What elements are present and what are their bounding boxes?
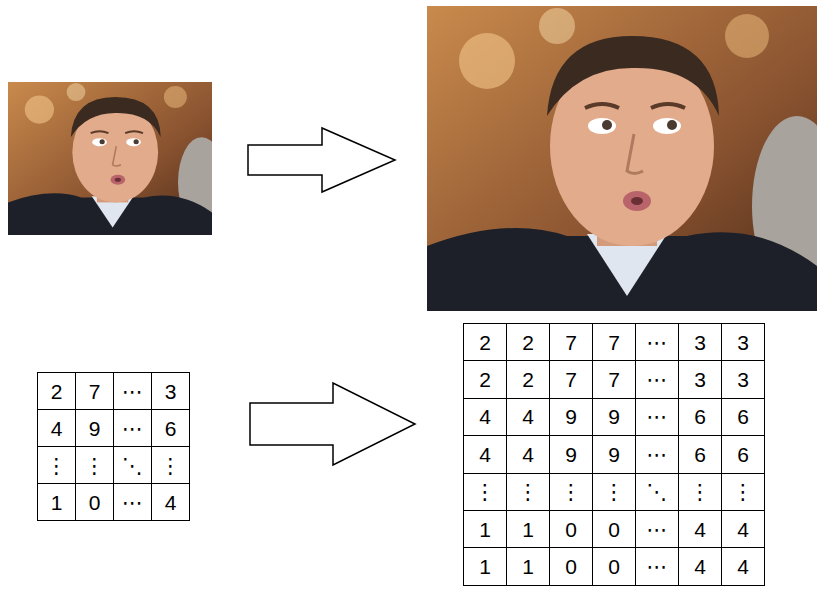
table-cell: 7 <box>550 324 592 360</box>
table-cell: ⋯ <box>114 410 151 446</box>
table-cell: 4 <box>464 399 506 435</box>
table-cell: 6 <box>679 436 721 472</box>
table-cell: ⋯ <box>636 436 678 472</box>
table-cell: 7 <box>76 373 113 409</box>
table-cell: ⋮ <box>38 447 75 483</box>
table-cell: ⋱ <box>114 447 151 483</box>
small-photo <box>8 82 212 235</box>
table-cell: 1 <box>507 511 549 547</box>
table-cell: 9 <box>593 436 635 472</box>
table-cell: 2 <box>507 324 549 360</box>
table-cell: 1 <box>464 548 506 584</box>
table-cell: ⋯ <box>636 511 678 547</box>
small-matrix: 27⋯349⋯6⋮⋮⋱⋮10⋯4 <box>37 372 190 521</box>
table-cell: 4 <box>38 410 75 446</box>
upscale-arrow <box>248 381 418 467</box>
table-cell: 0 <box>550 548 592 584</box>
table-cell: 7 <box>593 324 635 360</box>
table-cell: ⋮ <box>464 474 506 510</box>
table-cell: ⋯ <box>636 361 678 397</box>
table-cell: 6 <box>679 399 721 435</box>
table-cell: 1 <box>507 548 549 584</box>
table-cell: 4 <box>722 511 764 547</box>
table-cell: 0 <box>593 511 635 547</box>
table-cell: ⋮ <box>722 474 764 510</box>
table-cell: ⋮ <box>593 474 635 510</box>
table-cell: 0 <box>76 484 113 520</box>
table-cell: ⋯ <box>636 548 678 584</box>
table-cell: ⋮ <box>679 474 721 510</box>
table-cell: 0 <box>550 511 592 547</box>
table-cell: 3 <box>722 324 764 360</box>
table-cell: 9 <box>550 399 592 435</box>
table-cell: 4 <box>152 484 189 520</box>
table-cell: ⋮ <box>76 447 113 483</box>
table-cell: 4 <box>679 511 721 547</box>
table-cell: 2 <box>507 361 549 397</box>
table-cell: ⋱ <box>636 474 678 510</box>
upscale-arrow <box>246 126 398 196</box>
table-cell: 4 <box>679 548 721 584</box>
table-cell: 4 <box>464 436 506 472</box>
table-cell: ⋯ <box>114 373 151 409</box>
table-cell: 1 <box>38 484 75 520</box>
table-cell: 7 <box>593 361 635 397</box>
table-cell: 4 <box>722 548 764 584</box>
table-cell: ⋮ <box>550 474 592 510</box>
table-cell: 3 <box>679 324 721 360</box>
table-cell: 6 <box>722 436 764 472</box>
table-cell: 4 <box>507 436 549 472</box>
table-cell: ⋮ <box>507 474 549 510</box>
large-photo <box>427 6 817 311</box>
table-cell: ⋯ <box>636 324 678 360</box>
table-cell: 3 <box>722 361 764 397</box>
table-cell: 7 <box>550 361 592 397</box>
table-cell: 3 <box>679 361 721 397</box>
table-cell: 2 <box>464 324 506 360</box>
table-cell: 2 <box>464 361 506 397</box>
table-cell: 9 <box>76 410 113 446</box>
large-matrix: 2277⋯332277⋯334499⋯664499⋯66⋮⋮⋮⋮⋱⋮⋮1100⋯… <box>463 323 765 586</box>
table-cell: 0 <box>593 548 635 584</box>
table-cell: 6 <box>722 399 764 435</box>
table-cell: 9 <box>550 436 592 472</box>
table-cell: 4 <box>507 399 549 435</box>
table-cell: ⋯ <box>636 399 678 435</box>
table-cell: 6 <box>152 410 189 446</box>
table-cell: ⋮ <box>152 447 189 483</box>
table-cell: 2 <box>38 373 75 409</box>
table-cell: 9 <box>593 399 635 435</box>
table-cell: 3 <box>152 373 189 409</box>
table-cell: ⋯ <box>114 484 151 520</box>
table-cell: 1 <box>464 511 506 547</box>
